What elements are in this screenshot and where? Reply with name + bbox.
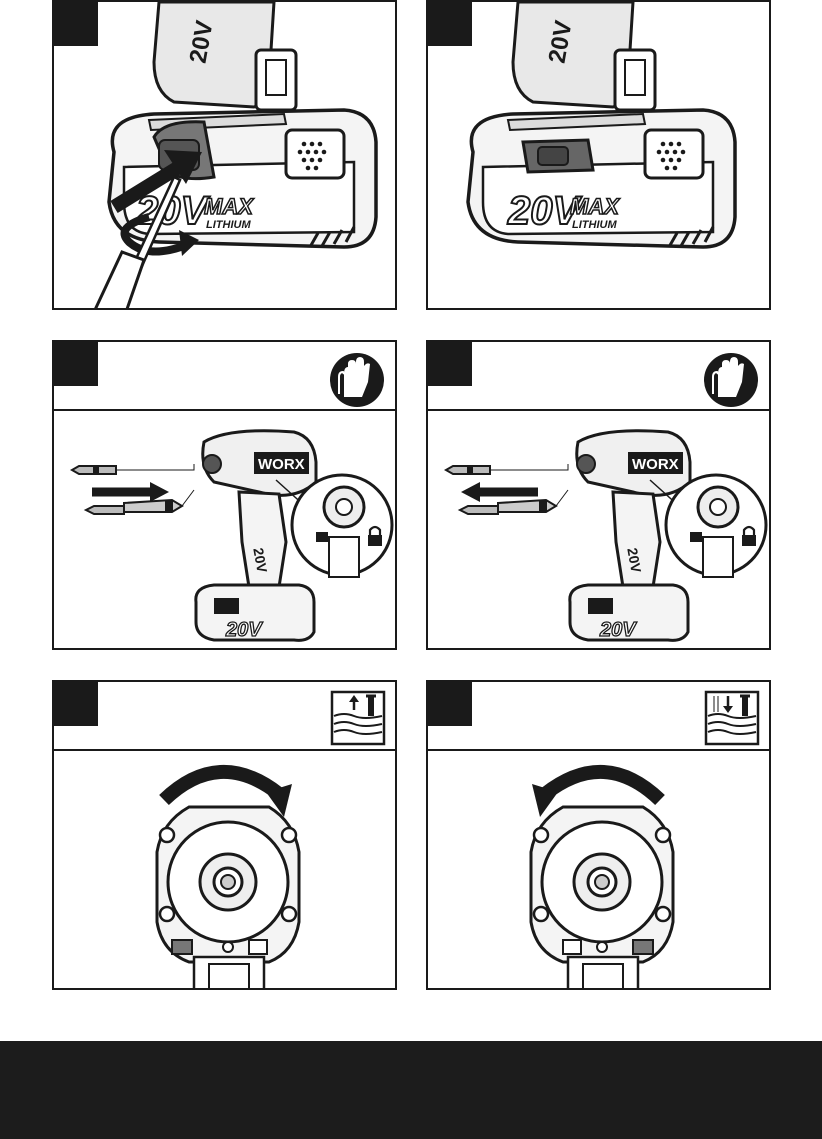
lock-icon: [742, 525, 756, 546]
step-number-box: [54, 682, 98, 726]
footer-bar: [0, 1041, 822, 1139]
gloves-icon: [704, 353, 758, 407]
battery-chem-text: LITHIUM: [572, 219, 617, 231]
panel-rotation-clockwise: [52, 680, 397, 990]
remove-bit-illustration: WORX 20V 20V: [443, 353, 768, 642]
gloves-icon: [330, 353, 384, 407]
battery-max-text: MAX: [570, 194, 620, 219]
panel-remove-bit: WORX 20V 20V: [426, 340, 771, 650]
battery-voltage-text: 20V: [507, 189, 582, 233]
step-number-box: [54, 2, 98, 46]
tool-brand-text: WORX: [632, 456, 679, 473]
step-number-box: [428, 342, 472, 386]
handle-voltage-text: 20V: [624, 547, 644, 575]
loosen-screw-icon: [704, 690, 760, 746]
tool-brand-text: WORX: [258, 456, 305, 473]
battery-locked-illustration: 20V 20V MAX LITHIUM: [466, 2, 737, 249]
battery-unlock-illustration: 20V 20V MAX LITHIUM: [94, 2, 378, 308]
panel-battery-locked: 20V 20V MAX LITHIUM: [426, 0, 771, 310]
clockwise-illustration: [155, 690, 386, 988]
panel-rotation-counterclockwise: [426, 680, 771, 990]
panel-header-divider: [428, 409, 769, 411]
panel-battery-unlock: 20V 20V MAX LITHIUM: [52, 0, 397, 310]
panel-header-divider: [428, 749, 769, 751]
panel-header-divider: [54, 749, 395, 751]
step-number-box: [428, 2, 472, 46]
battery-max-text: MAX: [204, 194, 254, 219]
panel-header-divider: [54, 409, 395, 411]
step-number-box: [54, 342, 98, 386]
insert-bit-illustration: WORX 20V 20V: [69, 353, 394, 642]
counterclockwise-illustration: [529, 690, 760, 988]
handle-voltage-text: 20V: [250, 547, 270, 575]
lock-icon: [368, 525, 382, 546]
panel-insert-bit: WORX 20V 20V: [52, 340, 397, 650]
battery-voltage-text: 20V: [225, 619, 263, 641]
tighten-screw-icon: [330, 690, 386, 746]
step-number-box: [428, 682, 472, 726]
battery-voltage-text: 20V: [599, 619, 637, 641]
battery-chem-text: LITHIUM: [206, 219, 251, 231]
